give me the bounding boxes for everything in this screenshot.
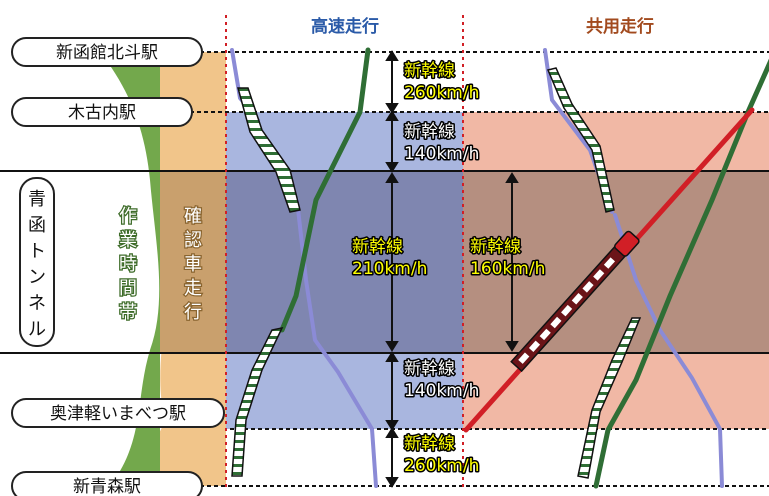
train-hs-bottom-icon	[231, 326, 284, 477]
speed-bottom-name: 新幹線	[404, 433, 455, 454]
station-box-shin-aomori	[11, 471, 203, 496]
station-box-shin-hakodate	[11, 37, 203, 67]
work-time-chars-char: 作	[119, 206, 137, 227]
name-chars-char: 函	[28, 215, 46, 236]
speed-upper-name: 新幹線	[404, 121, 455, 142]
tan-band-tunnel	[160, 171, 226, 353]
speed-top-name: 新幹線	[404, 60, 455, 81]
salmon-zone-upper	[463, 112, 769, 171]
shared-title: 共用走行	[586, 16, 654, 37]
station-kikonai: 木古内駅	[68, 103, 136, 123]
speed-tunnel-shared-name: 新幹線	[470, 236, 521, 257]
check-run-chars-char: 行	[184, 302, 202, 323]
purple-line-shared-bottom	[613, 213, 724, 488]
check-run-chars-char: 走	[184, 278, 202, 299]
speed-bottom-value: 260km/h	[404, 456, 479, 476]
station-shin-aomori: 新青森駅	[73, 477, 141, 496]
station-shin-hakodate-hokuto: 新函館北斗駅	[56, 43, 158, 63]
speed-tunnel-hs-name: 新幹線	[352, 236, 403, 257]
white-left-shape	[0, 52, 170, 486]
speed-tunnel-hs-value: 210km/h	[352, 259, 427, 279]
station-okutsugaru-imabetsu: 奥津軽いまべつ駅	[50, 404, 186, 424]
check-run-chars-char: 確	[184, 206, 202, 227]
check-run-chars-char: 車	[184, 254, 202, 275]
speed-tunnel-shared-value: 160km/h	[470, 259, 545, 279]
train-hs-top-icon	[237, 87, 301, 213]
speed-upper-value: 140km/h	[404, 144, 479, 164]
speed-top-value: 260km/h	[404, 83, 479, 103]
train-shared-top-icon	[546, 67, 615, 213]
speed-labels: 新幹線 260km/h 新幹線 140km/h 新幹線 210km/h 新幹線 …	[351, 59, 547, 478]
station-box-okutsugaru	[11, 398, 225, 428]
blue-zone-tunnel	[226, 171, 463, 353]
station-box-kikonai	[11, 97, 193, 127]
blue-zone-lower	[226, 353, 463, 429]
freight-train-icon	[510, 230, 640, 373]
name-chars-char: ネ	[28, 293, 46, 314]
name-chars-char: ル	[28, 319, 46, 340]
check-run-chars-char: 認	[184, 230, 202, 251]
work-time-chars-char: 時	[119, 254, 137, 275]
tunnel-name-box	[19, 177, 55, 347]
work-time-chars-char: 間	[119, 278, 137, 299]
work-time-chars-char: 帯	[119, 302, 137, 323]
name-chars-char: ト	[28, 241, 46, 262]
work-time-chars-char: 業	[119, 230, 137, 251]
green-band	[100, 52, 160, 486]
speed-arrows	[385, 50, 519, 488]
train-shared-bottom-icon	[577, 317, 642, 479]
high-speed-title: 高速走行	[311, 16, 379, 37]
station-dotted-lines	[190, 51, 769, 487]
name-chars-char: 青	[28, 189, 46, 210]
speed-lower-value: 140km/h	[404, 381, 479, 401]
green-line-hs	[279, 47, 371, 333]
shinkansen-trains	[231, 67, 642, 479]
station-labels: 新函館北斗駅 木古内駅 奥津軽いまべつ駅 新青森駅	[11, 37, 225, 496]
name-chars-char: ン	[28, 267, 46, 288]
speed-lower-name: 新幹線	[404, 358, 455, 379]
